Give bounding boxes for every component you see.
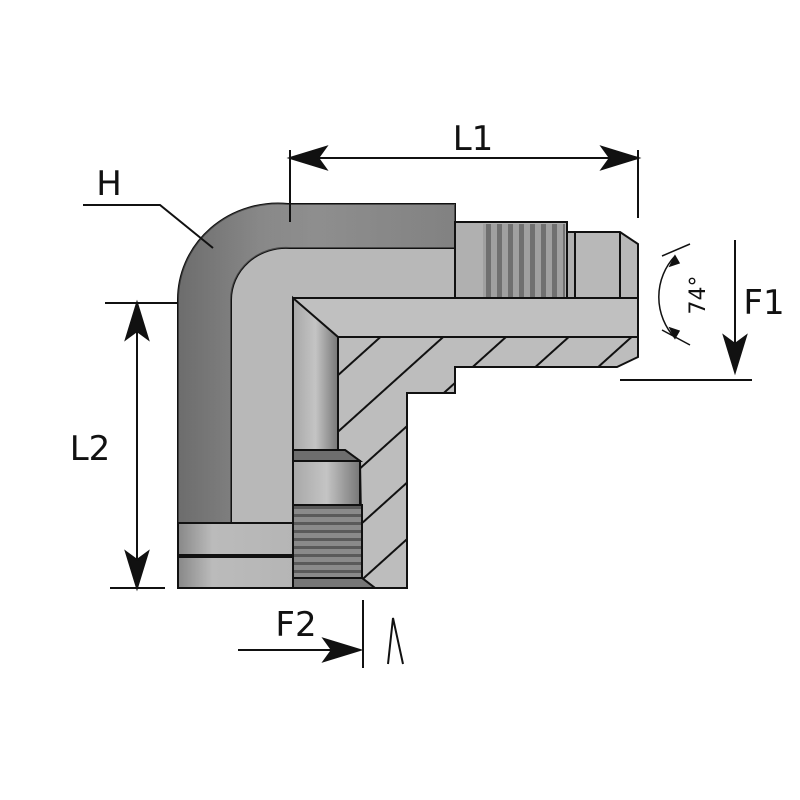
label-L1: L1 [453,119,494,159]
female-thread [292,504,363,579]
angle-74 [658,243,691,346]
label-H: H [96,164,122,204]
male-nose [574,231,639,299]
dimension-L1 [286,145,642,222]
label-F1: F1 [743,283,784,323]
label-angle: 74° [686,276,711,315]
section-hatch [337,336,639,589]
horizontal-bore [292,297,639,338]
arrow-F2 [238,600,404,668]
label-F2: F2 [275,605,316,645]
leader-H [83,204,214,249]
dimension-L2 [105,299,178,592]
arrow-F1 [620,240,752,381]
label-L2: L2 [70,429,111,469]
